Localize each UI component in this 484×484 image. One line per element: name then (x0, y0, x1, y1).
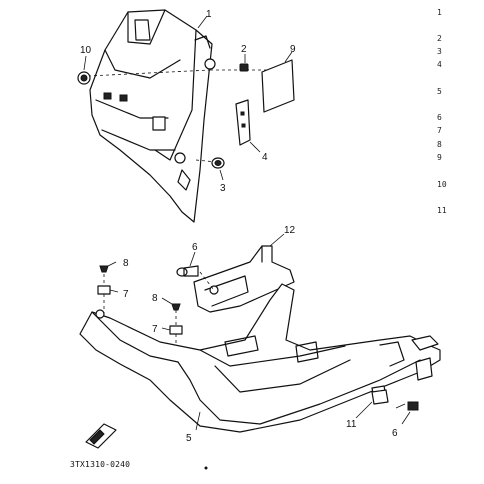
callout-9: 9 (290, 44, 296, 55)
callout-3: 3 (220, 183, 226, 194)
part-2-screw (239, 54, 249, 72)
part-8-clip-lower (161, 297, 181, 311)
callout-8-upper: 8 (123, 258, 129, 269)
part-4-bracket (235, 99, 261, 153)
reference-number: 9 (437, 153, 442, 162)
reference-number: 4 (437, 60, 442, 69)
callout-4: 4 (262, 152, 268, 163)
callout-7-lower: 7 (152, 324, 158, 335)
callout-8-lower: 8 (152, 293, 158, 304)
drawing-code: 3TX1310-0240 (70, 460, 131, 469)
reference-number: 6 (437, 113, 442, 122)
part-5-lower-cover (79, 283, 441, 433)
callout-6-upper: 6 (192, 242, 198, 253)
part-8-clip-upper (99, 261, 117, 273)
callout-5: 5 (186, 433, 192, 444)
front-direction-arrow-icon (85, 423, 117, 449)
callout-12: 12 (284, 225, 296, 236)
callout-7-upper: 7 (123, 289, 129, 300)
reference-number: 5 (437, 87, 442, 96)
reference-number: 1 (437, 8, 442, 17)
reference-number: 2 (437, 34, 442, 43)
part-7-nut-upper (97, 285, 119, 295)
part-3-bolt (211, 157, 225, 181)
reference-number: 10 (437, 180, 447, 189)
callout-1: 1 (206, 9, 212, 20)
reference-number: 8 (437, 140, 442, 149)
part-6-bolt-lower (395, 401, 419, 425)
reference-number: 7 (437, 126, 442, 135)
reference-number: 3 (437, 47, 442, 56)
callout-11: 11 (346, 419, 357, 430)
callout-6-lower: 6 (392, 428, 398, 439)
part-1-leg-shield (89, 9, 216, 223)
part-6-bolt-upper (176, 251, 199, 277)
part-7-nut-lower (161, 325, 183, 335)
stray-mark (204, 466, 208, 470)
callout-labels: 1 2 9 10 4 3 6 12 8 7 8 7 5 11 6 (80, 9, 398, 444)
part-9-plate (261, 51, 295, 113)
reference-number: 11 (437, 206, 447, 215)
part-11-clip (355, 389, 389, 419)
callout-10: 10 (80, 45, 92, 56)
part-10-grommet (77, 55, 91, 85)
callout-2: 2 (241, 44, 247, 55)
